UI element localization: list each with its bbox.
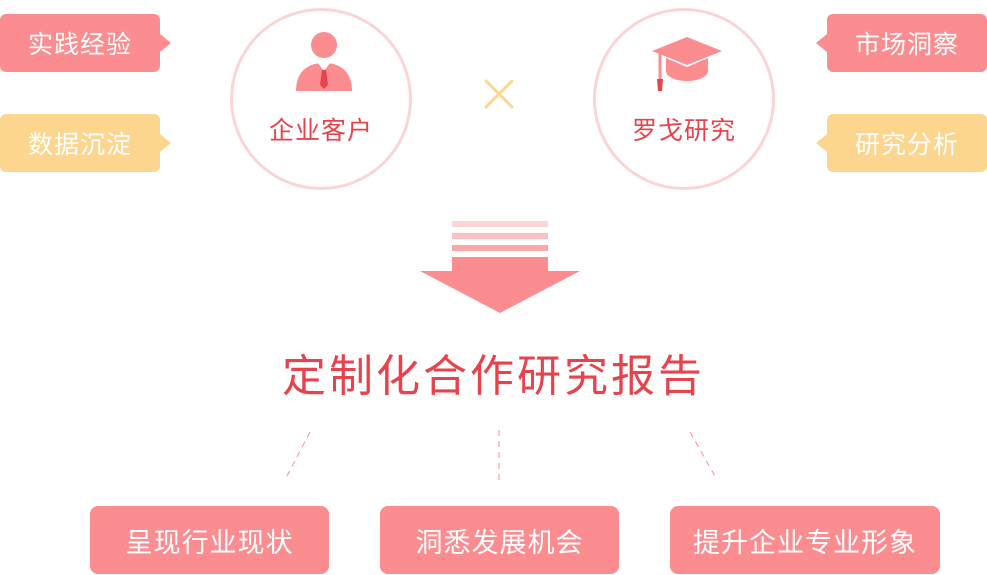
- tag-label: 研究分析: [854, 130, 959, 159]
- business-person-icon: [296, 32, 352, 91]
- outcome-label: 洞悉发展机会: [415, 527, 584, 559]
- graduation-cap-icon: [652, 37, 722, 91]
- outcome-industry-status: 呈现行业现状: [90, 506, 329, 574]
- pointer-left-icon: [816, 134, 827, 152]
- down-arrow-icon: [420, 221, 580, 313]
- pointer-left-icon: [816, 34, 827, 52]
- connector-right: [689, 431, 717, 479]
- outcome-development-opportunity: 洞悉发展机会: [380, 506, 619, 574]
- tag-practical-experience: 实践经验: [0, 14, 171, 72]
- tag-market-insight: 市场洞察: [816, 14, 987, 72]
- outcome-label: 提升企业专业形象: [693, 527, 917, 559]
- multiply-icon: [484, 79, 514, 109]
- connector-left: [285, 431, 311, 479]
- tag-research-analysis: 研究分析: [816, 114, 987, 172]
- tag-label: 数据沉淀: [27, 130, 132, 159]
- outcome-professional-image: 提升企业专业形象: [670, 506, 940, 574]
- circle-enterprise-customer: 企业客户: [230, 8, 412, 190]
- circle-label: 企业客户: [268, 116, 373, 145]
- tag-label: 市场洞察: [854, 30, 959, 59]
- pointer-right-icon: [160, 34, 171, 52]
- circle-research: 罗戈研究: [593, 8, 775, 190]
- connector-center: [498, 430, 500, 480]
- tag-label: 实践经验: [27, 30, 132, 59]
- circle-label: 罗戈研究: [631, 116, 736, 145]
- tag-data-accumulation: 数据沉淀: [0, 114, 171, 172]
- outcome-label: 呈现行业现状: [125, 527, 294, 559]
- pointer-right-icon: [160, 134, 171, 152]
- main-title: 定制化合作研究报告: [282, 351, 705, 402]
